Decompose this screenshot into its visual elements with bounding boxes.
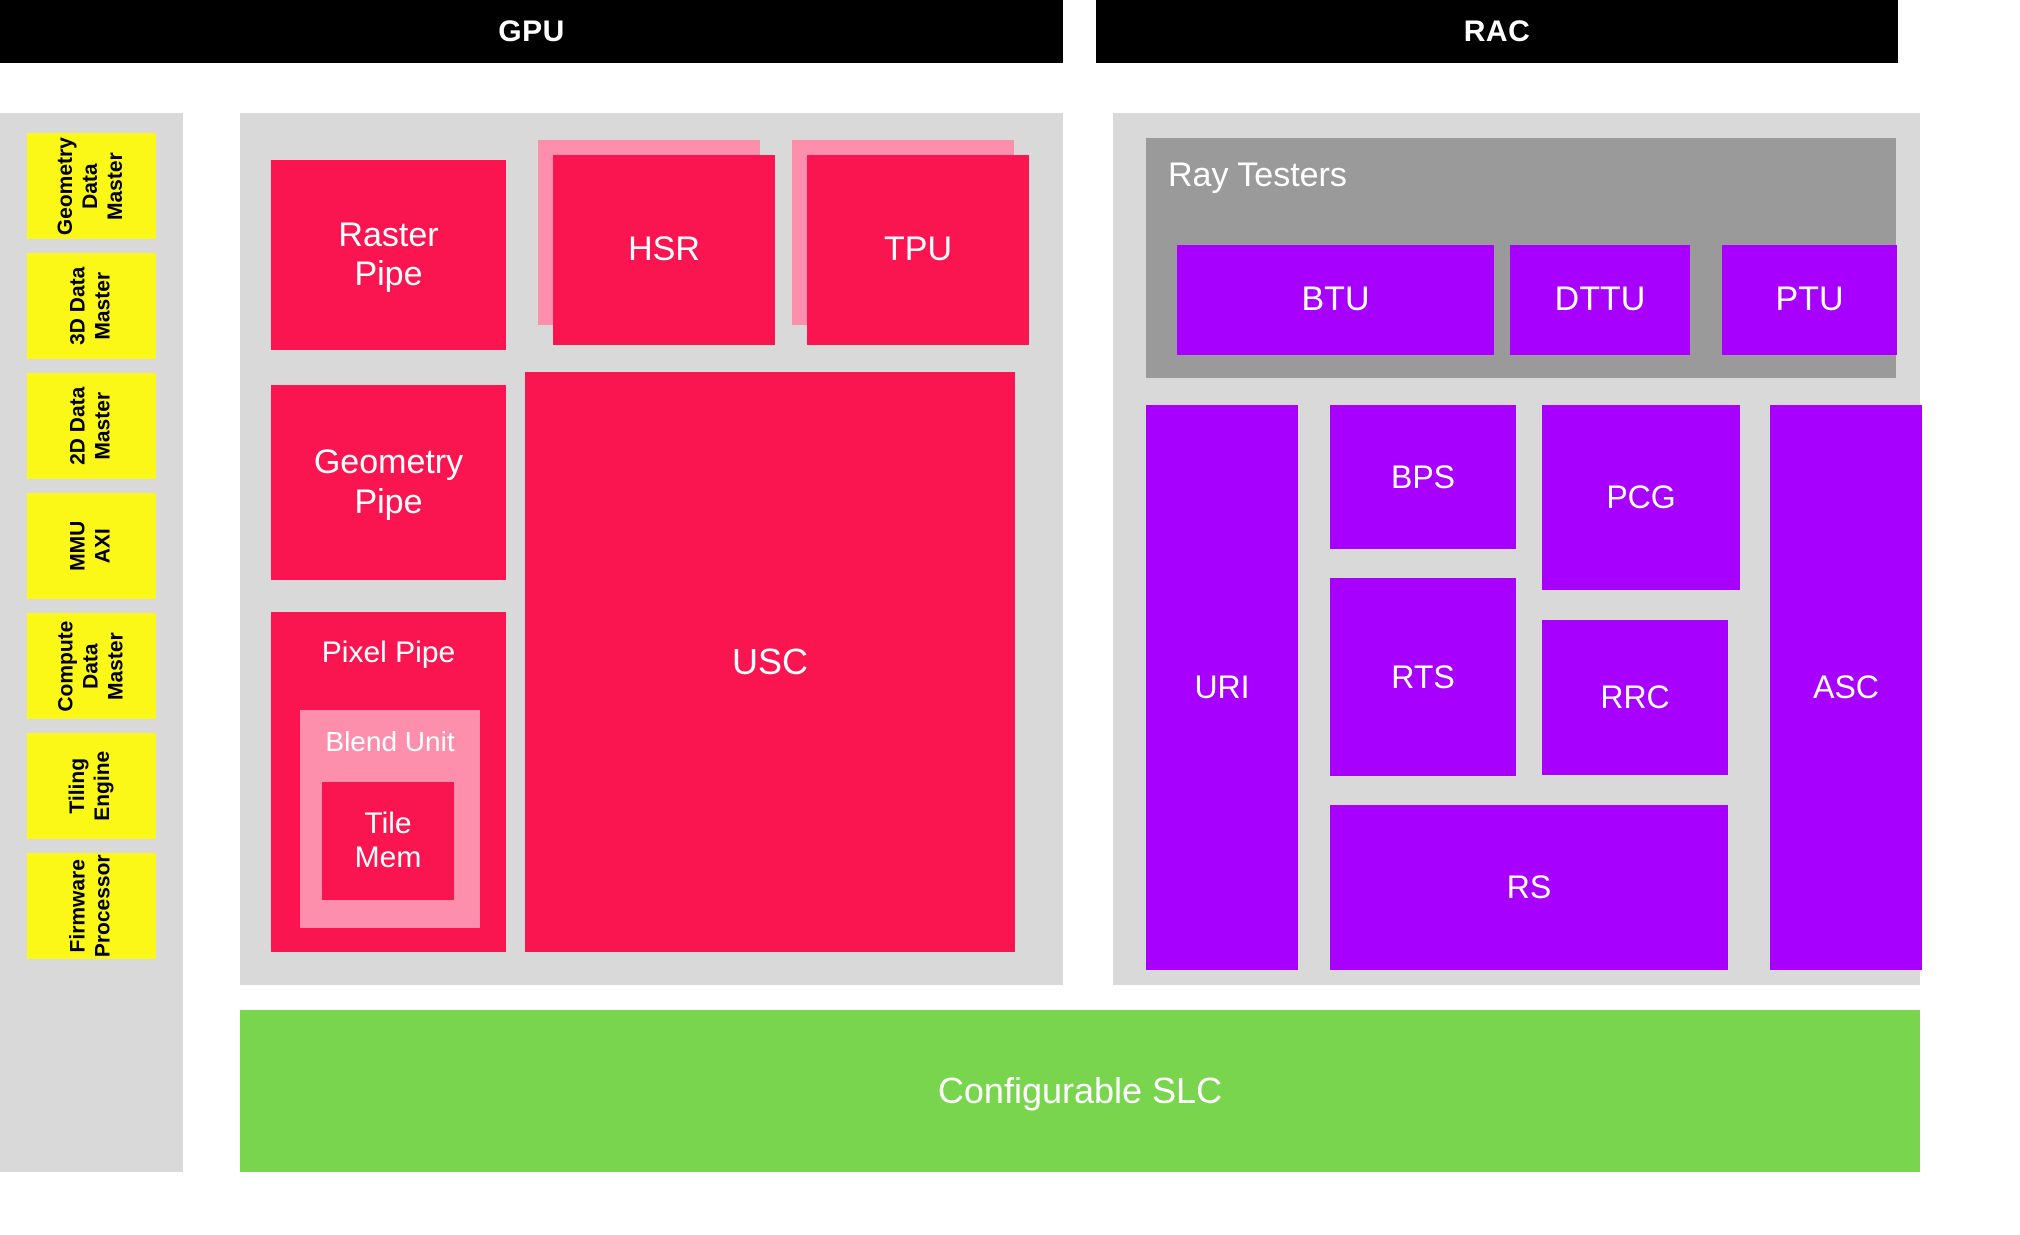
gpu-block-hsr[interactable]: HSR bbox=[553, 155, 775, 345]
rac-block-label: PTU bbox=[1775, 280, 1844, 319]
sidebar-item-compute-data-master[interactable]: Compute Data Master bbox=[27, 613, 156, 719]
gpu-header-label: GPU bbox=[498, 14, 565, 48]
configurable-slc-bar[interactable]: Configurable SLC bbox=[240, 1010, 1920, 1172]
sidebar-item-firmware-processor[interactable]: Firmware Processor bbox=[27, 853, 156, 959]
rac-block-label: RRC bbox=[1600, 679, 1670, 716]
rac-block-uri[interactable]: URI bbox=[1146, 405, 1298, 970]
sidebar-item-label: 2D Data Master bbox=[66, 386, 115, 466]
rac-block-label: URI bbox=[1194, 669, 1250, 706]
rac-block-pcg[interactable]: PCG bbox=[1542, 405, 1740, 590]
sidebar-item-label: Compute Data Master bbox=[54, 620, 127, 712]
rac-block-label: RS bbox=[1506, 869, 1552, 906]
rac-block-label: DTTU bbox=[1554, 280, 1646, 319]
rac-block-label: RTS bbox=[1391, 658, 1455, 695]
rac-block-label: ASC bbox=[1813, 669, 1879, 706]
gpu-block-geometry-pipe[interactable]: Geometry Pipe bbox=[271, 385, 506, 580]
gpu-block-label: Raster Pipe bbox=[338, 215, 439, 293]
sidebar-item-geometry-data-master[interactable]: Geometry Data Master bbox=[27, 133, 156, 239]
sidebar-item-label: Tiling Engine bbox=[66, 750, 115, 822]
rac-block-btu[interactable]: BTU bbox=[1177, 245, 1494, 355]
rac-block-label: PCG bbox=[1606, 479, 1676, 516]
configurable-slc-label: Configurable SLC bbox=[937, 1070, 1223, 1112]
sidebar-item-2d-data-master[interactable]: 2D Data Master bbox=[27, 373, 156, 479]
gpu-header: GPU bbox=[0, 0, 1063, 63]
rac-block-label: BTU bbox=[1301, 280, 1370, 319]
sidebar-item-mmu-axi[interactable]: MMU AXI bbox=[27, 493, 156, 599]
gpu-block-tile-mem[interactable]: Tile Mem bbox=[322, 782, 454, 900]
rac-group-label: Ray Testers bbox=[1168, 156, 1347, 194]
rac-header-label: RAC bbox=[1463, 14, 1531, 48]
sidebar-item-label: Firmware Processor bbox=[66, 854, 115, 958]
rac-block-rts[interactable]: RTS bbox=[1330, 578, 1516, 776]
sidebar-item-3d-data-master[interactable]: 3D Data Master bbox=[27, 253, 156, 359]
gpu-block-label: TPU bbox=[884, 230, 952, 269]
gpu-block-usc[interactable]: USC bbox=[525, 372, 1015, 952]
rac-header: RAC bbox=[1096, 0, 1898, 63]
gpu-block-label: Blend Unit bbox=[325, 726, 455, 757]
rac-block-rrc[interactable]: RRC bbox=[1542, 620, 1728, 775]
data-master-sidebar: Geometry Data Master 3D Data Master 2D D… bbox=[0, 113, 183, 1172]
rac-block-asc[interactable]: ASC bbox=[1770, 405, 1922, 970]
gpu-block-label: USC bbox=[731, 641, 808, 683]
gpu-block-label: Pixel Pipe bbox=[321, 636, 456, 669]
sidebar-item-label: 3D Data Master bbox=[66, 266, 115, 346]
rac-block-label: BPS bbox=[1390, 458, 1456, 495]
gpu-block-tpu[interactable]: TPU bbox=[807, 155, 1029, 345]
gpu-block-label: HSR bbox=[628, 230, 700, 269]
rac-block-dttu[interactable]: DTTU bbox=[1510, 245, 1690, 355]
rac-block-bps[interactable]: BPS bbox=[1330, 405, 1516, 549]
rac-block-ptu[interactable]: PTU bbox=[1722, 245, 1897, 355]
sidebar-item-tiling-engine[interactable]: Tiling Engine bbox=[27, 733, 156, 839]
gpu-block-label: Tile Mem bbox=[354, 806, 422, 875]
gpu-block-label: Geometry Pipe bbox=[313, 443, 464, 521]
gpu-block-raster-pipe[interactable]: Raster Pipe bbox=[271, 160, 506, 350]
rac-block-rs[interactable]: RS bbox=[1330, 805, 1728, 970]
sidebar-item-label: Geometry Data Master bbox=[54, 136, 127, 236]
sidebar-item-label: MMU AXI bbox=[66, 520, 115, 572]
